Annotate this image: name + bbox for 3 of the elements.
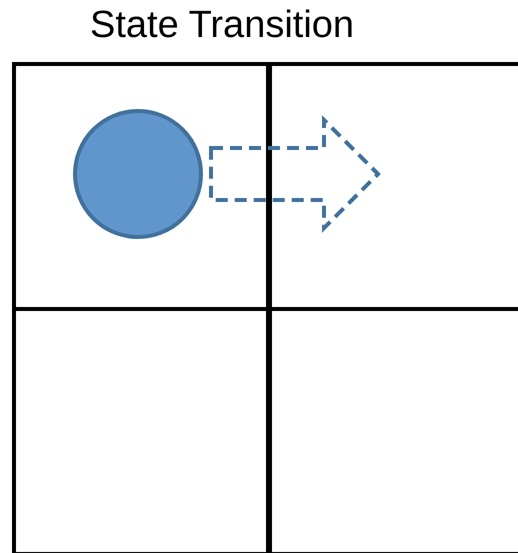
diagram-title: State Transition (90, 4, 354, 47)
block-arrow (209, 115, 381, 233)
state-circle (73, 109, 203, 239)
